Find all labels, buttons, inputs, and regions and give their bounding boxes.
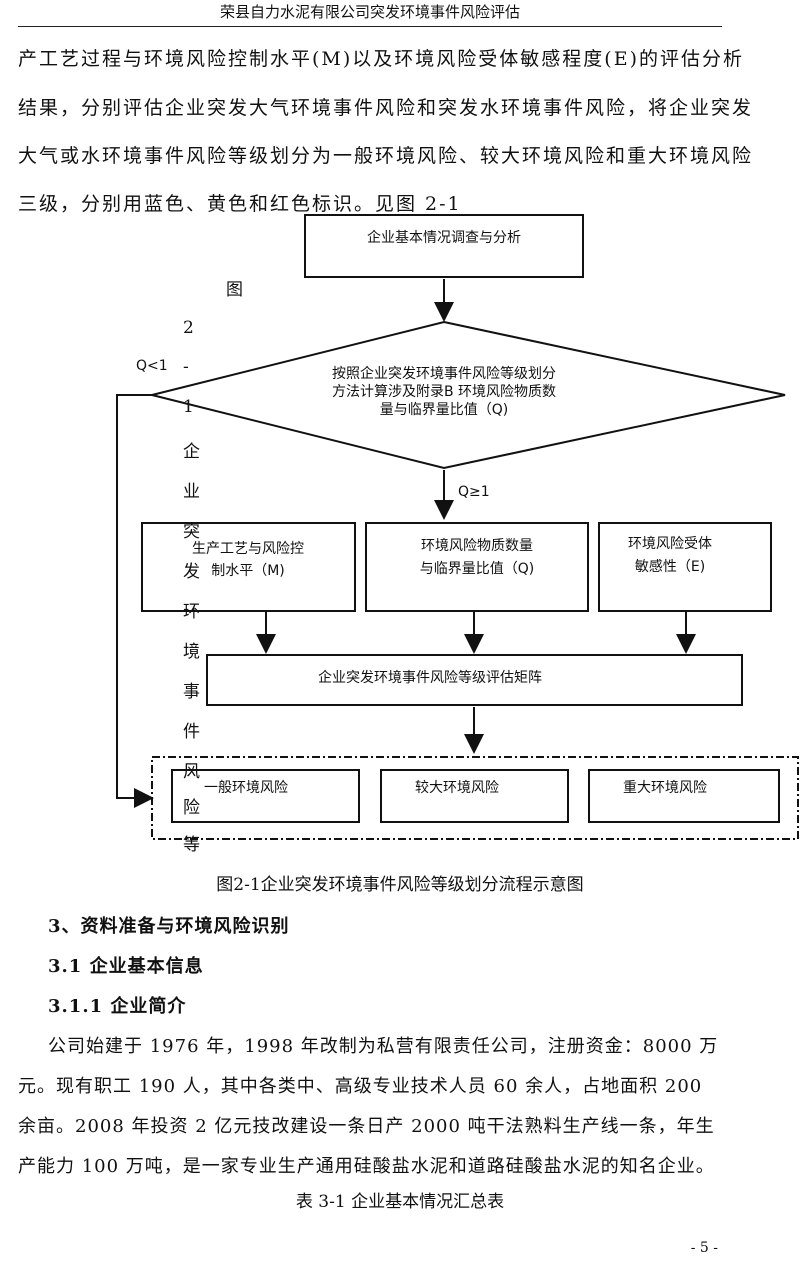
svg-text:企业突发环境事件风险等级评估矩阵: 企业突发环境事件风险等级评估矩阵 <box>318 669 542 686</box>
intro-line-2: 结果，分别评估企业突发大气环境事件风险和突发水环境事件风险，将企业突发 <box>18 97 754 119</box>
svg-text:一般环境风险: 一般环境风险 <box>204 780 288 796</box>
page-header: 荣县自力水泥有限公司突发环境事件风险评估 <box>18 0 722 27</box>
intro-line-1: 产工艺过程与环境风险控制水平(M)以及环境风险受体敏感程度(E)的评估分析 <box>18 48 744 70</box>
result-larger <box>380 769 569 823</box>
svg-text:较大环境风险: 较大环境风险 <box>415 780 499 796</box>
section-heading-3-1: 3.1 企业基本信息 <box>48 956 204 977</box>
vertical-text: 图 <box>226 280 243 300</box>
body-line-2: 元。现有职工 190 人，其中各类中、高级专业技术人员 60 余人，占地面积 2… <box>18 1076 703 1097</box>
svg-text:量与临界量比值（Q): 量与临界量比值（Q) <box>380 402 508 418</box>
box-m <box>141 522 356 612</box>
svg-text:环境风险物质数量: 环境风险物质数量 <box>421 538 533 554</box>
section-heading-3-1-1: 3.1.1 企业简介 <box>48 996 187 1017</box>
body-line-3: 余亩。2008 年投资 2 亿元技改建设一条日产 2000 吨干法熟料生产线一条… <box>18 1116 715 1137</box>
svg-text:重大环境风险: 重大环境风险 <box>623 780 707 796</box>
section-heading-3: 3、资料准备与环境风险识别 <box>48 916 290 937</box>
label-q-lt-1: Q<1 <box>136 358 168 374</box>
result-major <box>588 769 780 823</box>
box-matrix <box>206 654 743 706</box>
body-line-1: 公司始建于 1976 年，1998 年改制为私营有限责任公司，注册资金：8000… <box>48 1036 719 1057</box>
table-caption: 表 3-1 企业基本情况汇总表 <box>295 1192 505 1212</box>
box-e <box>598 522 772 612</box>
box-q <box>365 522 589 612</box>
label-q-ge-1: Q≥1 <box>458 484 490 500</box>
results-container <box>151 756 799 840</box>
decision-diamond <box>151 320 786 470</box>
box-basic-survey <box>304 214 584 278</box>
svg-text:环境风险受体: 环境风险受体 <box>628 536 712 552</box>
box-basic-survey-text: 企业基本情况调查与分析 <box>367 229 521 246</box>
figure-caption: 图2-1企业突发环境事件风险等级划分流程示意图 <box>216 875 584 895</box>
svg-text:方法计算涉及附录B 环境风险物质数: 方法计算涉及附录B 环境风险物质数 <box>332 384 556 400</box>
svg-text:制水平（M): 制水平（M) <box>211 563 285 579</box>
svg-text:与临界量比值（Q): 与临界量比值（Q) <box>420 561 534 577</box>
svg-text:按照企业突发环境事件风险等级划分: 按照企业突发环境事件风险等级划分 <box>332 365 556 382</box>
intro-line-4: 三级，分别用蓝色、黄色和红色标识。见图 2-1 <box>18 193 462 215</box>
svg-text:生产工艺与风险控: 生产工艺与风险控 <box>192 541 304 557</box>
risk-flowchart: 企业基本情况调查与分析 按照企业突发环境事件风险等级划分 方法计算涉及附录B 环… <box>0 205 800 855</box>
page-number: - 5 - <box>690 1240 718 1256</box>
svg-text:敏感性（E): 敏感性（E) <box>635 558 705 575</box>
result-general <box>171 769 360 823</box>
intro-line-3: 大气或水环境事件风险等级划分为一般环境风险、较大环境风险和重大环境风险 <box>18 145 754 167</box>
body-line-4: 产能力 100 万吨，是一家专业生产通用硅酸盐水泥和道路硅酸盐水泥的知名企业。 <box>18 1156 715 1177</box>
